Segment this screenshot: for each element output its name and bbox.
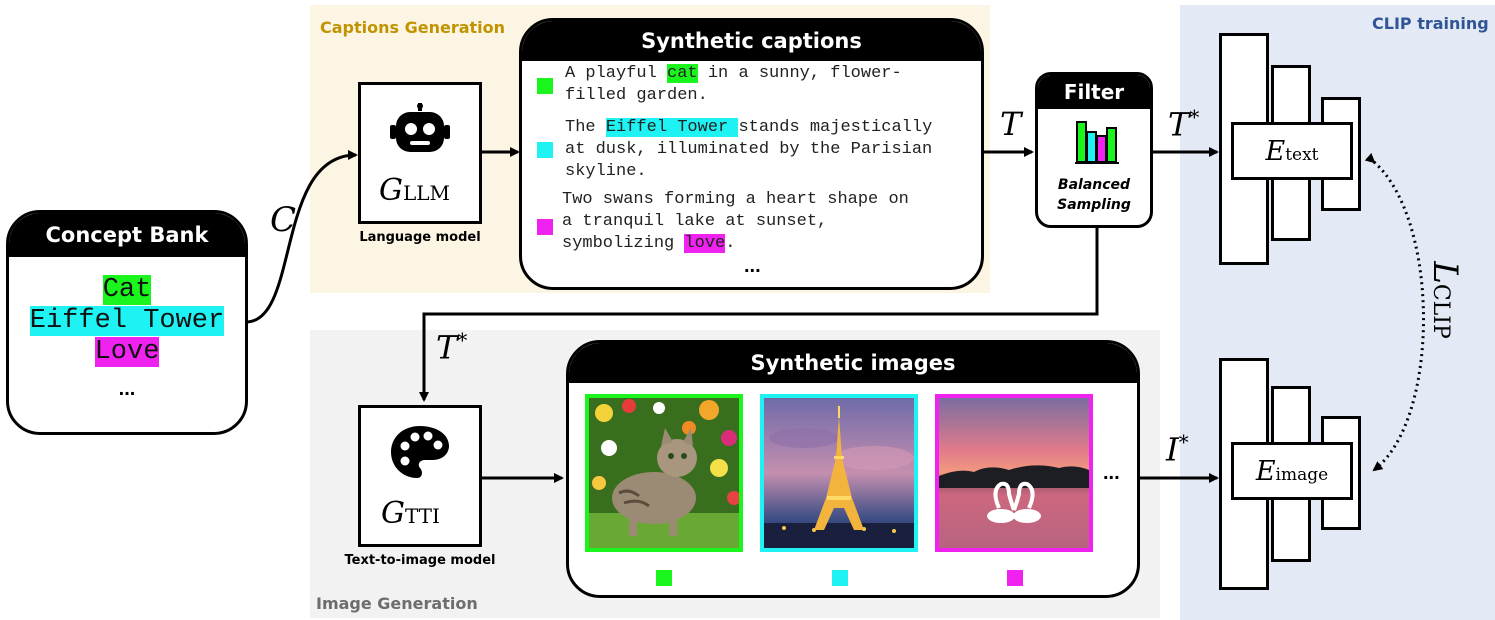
synthetic-image-cat (585, 394, 743, 552)
filter-title: Filter (1038, 75, 1150, 109)
concept-bank-ellipsis: ... (118, 378, 136, 400)
image-encoder-block: Eimage (1231, 442, 1353, 500)
eiffel-tower-image (764, 398, 914, 548)
concept-to-llm-arrow (245, 150, 358, 324)
filter-to-tti-arrow (419, 228, 1099, 402)
captions-generation-label: Captions Generation (320, 18, 506, 37)
swans-image (939, 398, 1089, 548)
cat-image (589, 398, 739, 548)
tti-model-label: Text-to-image model (344, 553, 496, 568)
captions-ellipsis: ... (744, 255, 761, 277)
clip-loss-arrow (1364, 152, 1425, 472)
concept-bank-items: Cat Eiffel Tower Love (9, 275, 245, 368)
synthetic-captions-title: Synthetic captions (522, 21, 981, 61)
synthetic-image-eiffel-tower (760, 394, 918, 552)
image-marker-eiffel (832, 570, 848, 586)
caption-marker-eiffel (537, 142, 553, 158)
filter-label: Balanced Sampling (1057, 177, 1131, 213)
filtered-captions-symbol-right: T* (1168, 105, 1200, 144)
clip-loss-symbol: LCLIP (1425, 261, 1465, 339)
filter-box: Filter Balanced Sampling (1035, 72, 1153, 228)
synthetic-captions: Synthetic captions (519, 18, 984, 290)
filtered-captions-symbol-left: T* (436, 328, 468, 367)
bar-chart-icon (1075, 121, 1119, 164)
concept-item-love: Love (94, 337, 160, 367)
palette-icon (391, 426, 449, 478)
llm-symbol: GLLM (379, 173, 451, 208)
concept-item-cat: Cat (102, 275, 152, 305)
caption-cat: A playful cat in a sunny, flower- filled… (565, 64, 902, 105)
language-model-label: Language model (359, 230, 481, 245)
caption-love: Two swans forming a heart shape on a tra… (562, 190, 909, 253)
synthetic-image-swans (935, 394, 1093, 552)
robot-icon (390, 103, 450, 152)
concept-bank-title: Concept Bank (9, 213, 245, 257)
images-symbol: I* (1166, 430, 1189, 469)
synthetic-images-title: Synthetic images (569, 343, 1137, 383)
concept-bank: Concept Bank Cat Eiffel Tower Love ... (6, 210, 248, 435)
caption-marker-love (537, 219, 553, 235)
image-generation-label: Image Generation (316, 594, 478, 613)
tti-symbol: GTTI (381, 496, 440, 531)
text-encoder-block: Etext (1231, 122, 1353, 180)
image-marker-cat (656, 570, 672, 586)
caption-marker-cat (537, 78, 553, 94)
tti-model-box: GTTI (358, 405, 482, 547)
caption-eiffel-tower: The Eiffel Tower stands majestically at … (565, 118, 933, 181)
captions-symbol: T (1000, 105, 1022, 143)
images-ellipsis: ... (1103, 462, 1120, 484)
clip-training-label: CLIP training (1372, 14, 1489, 33)
image-marker-love (1007, 570, 1023, 586)
language-model-box: GLLM (358, 82, 482, 224)
concepts-symbol: C (270, 200, 297, 240)
concept-item-eiffel-tower: Eiffel Tower (29, 306, 225, 336)
